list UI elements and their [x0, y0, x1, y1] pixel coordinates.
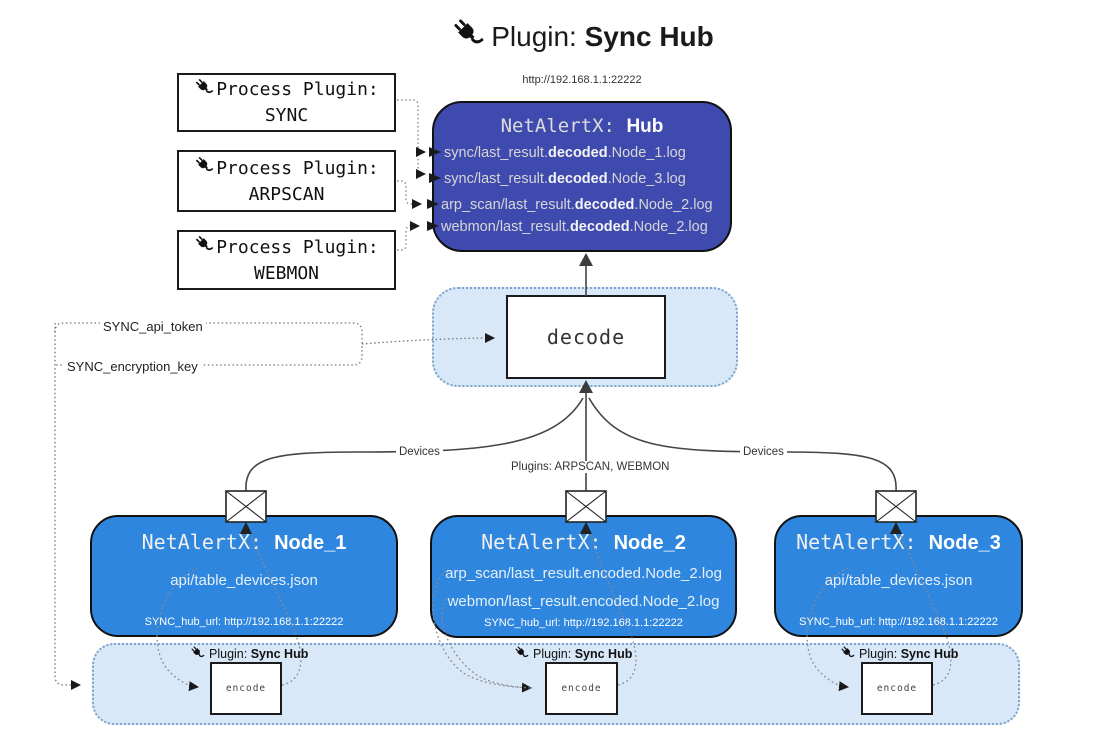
hub-title-name: Hub	[626, 116, 664, 137]
encode-box-node3: encode	[861, 662, 933, 715]
plug-icon	[840, 645, 855, 663]
node-title: NetAlertX: Node_1	[141, 530, 347, 554]
edge-label-plugins: Plugins: ARPSCAN, WEBMON	[508, 461, 673, 473]
band-plugin-label: Plugin: Sync Hub	[190, 645, 308, 663]
sync-api-token-label: SYNC_api_token	[100, 319, 206, 334]
node-file-line: arp_scan/last_result.encoded.Node_2.log	[445, 565, 722, 582]
page-title: Plugin: Sync Hub	[0, 16, 1117, 57]
plug-icon	[451, 16, 485, 57]
process-plugin-label: Process Plugin:	[216, 236, 379, 258]
plug-icon	[194, 234, 214, 261]
band-plugin-label: Plugin: Sync Hub	[840, 645, 958, 663]
node-box-node3: NetAlertX: Node_3 api/table_devices.json…	[774, 515, 1023, 637]
encode-box-node1: encode	[210, 662, 282, 715]
process-plugin-name-webmon: WEBMON	[253, 262, 320, 284]
hub-log-line: sync/last_result.decoded.Node_1.log	[444, 145, 686, 161]
node-hub-url: SYNC_hub_url: http://192.168.1.1:22222	[144, 616, 344, 628]
arrow-into-hub	[579, 253, 593, 266]
encode-box-node2: encode	[545, 662, 618, 715]
process-plugin-name-arpscan: ARPSCAN	[248, 183, 325, 205]
band-plugin-label: Plugin: Sync Hub	[514, 645, 632, 663]
sync-encryption-key-label: SYNC_encryption_key	[64, 359, 201, 374]
hub-box: NetAlertX: Hub sync/last_result.decoded.…	[432, 101, 732, 252]
page-title-name: Sync Hub	[584, 20, 714, 52]
edge-label-devices-right: Devices	[740, 446, 787, 458]
plug-icon	[194, 77, 214, 104]
process-plugin-box-webmon: Process Plugin: WEBMON	[177, 230, 396, 290]
hub-url-label: http://192.168.1.1:22222	[522, 74, 642, 86]
process-plugin-box-sync: Process Plugin: SYNC	[177, 73, 396, 132]
plug-icon	[514, 645, 529, 663]
hub-log-line: arp_scan/last_result.decoded.Node_2.log	[441, 197, 713, 213]
decode-label: decode	[546, 325, 626, 349]
plugin-to-hub-connectors	[397, 99, 426, 251]
process-plugin-label: Process Plugin:	[216, 79, 379, 101]
decode-box: decode	[506, 295, 666, 379]
process-plugin-box-arpscan: Process Plugin: ARPSCAN	[177, 150, 396, 212]
plug-icon	[190, 645, 205, 663]
node-title: NetAlertX: Node_3	[796, 530, 1001, 554]
process-plugin-name-sync: SYNC	[264, 105, 309, 126]
process-plugin-label: Process Plugin:	[216, 157, 379, 179]
node-title: NetAlertX: Node_2	[481, 530, 686, 554]
node-hub-url: SYNC_hub_url: http://192.168.1.1:22222	[799, 616, 998, 628]
node-hub-url: SYNC_hub_url: http://192.168.1.1:22222	[484, 617, 683, 629]
hub-log-line: webmon/last_result.decoded.Node_2.log	[441, 219, 708, 235]
node-box-node2: NetAlertX: Node_2 arp_scan/last_result.e…	[430, 515, 737, 638]
page-title-prefix: Plugin:	[491, 20, 585, 52]
node-box-node1: NetAlertX: Node_1 api/table_devices.json…	[90, 515, 398, 637]
hub-log-line: sync/last_result.decoded.Node_3.log	[444, 171, 686, 187]
node-file-line: webmon/last_result.encoded.Node_2.log	[447, 593, 720, 610]
hub-title: NetAlertX: Hub	[434, 115, 730, 138]
plug-icon	[194, 155, 214, 182]
hub-title-prefix: NetAlertX:	[500, 115, 627, 137]
node-file-line: api/table_devices.json	[824, 572, 973, 589]
edge-label-devices-left: Devices	[396, 446, 443, 458]
node-file-line: api/table_devices.json	[170, 572, 318, 589]
